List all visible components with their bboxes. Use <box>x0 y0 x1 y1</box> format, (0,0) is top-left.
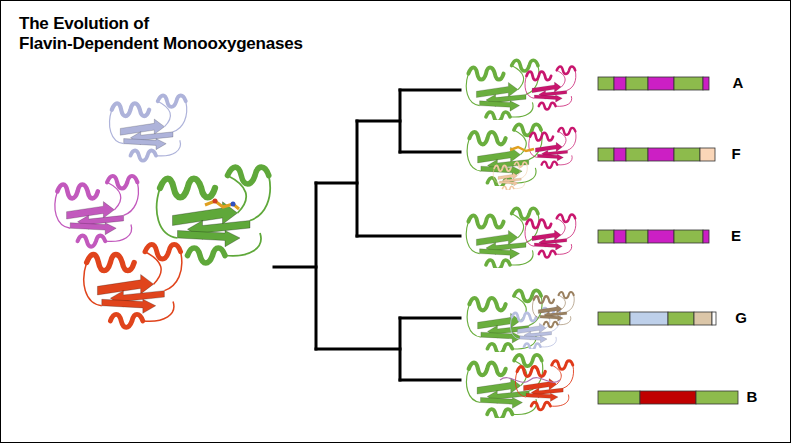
diagram-title: The Evolution of Flavin-Dependent Monoox… <box>19 14 303 53</box>
clade-letter: B <box>747 388 758 406</box>
clade-letter: F <box>731 145 740 163</box>
title-block: The Evolution of Flavin-Dependent Monoox… <box>19 14 329 54</box>
clade-letter: E <box>731 227 741 245</box>
clade-letter: A <box>733 74 744 92</box>
line-break-spacer <box>189 14 329 24</box>
clade-letter: G <box>735 309 747 327</box>
